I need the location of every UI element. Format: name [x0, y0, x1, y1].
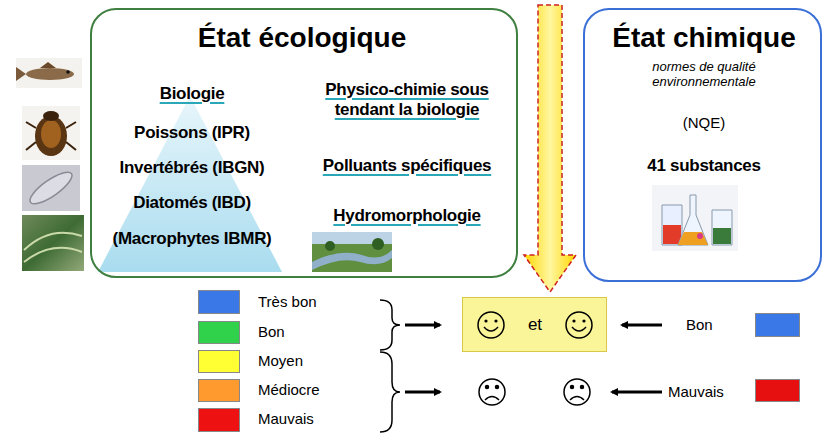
happy-face: [476, 310, 506, 340]
legend-swatch: [755, 379, 800, 402]
indicator-label: Invertébrés (IBGN): [94, 158, 290, 178]
section-heading: Polluants spécifiques: [301, 156, 513, 176]
panel-title: État écologique: [102, 22, 502, 54]
beetle-photo: [43, 111, 59, 121]
legend-swatch: [755, 313, 800, 337]
legend-label: Moyen: [258, 352, 303, 369]
legend-swatch: [198, 290, 240, 314]
brace: [380, 300, 400, 350]
indicator-label: (Macrophytes IBMR): [94, 229, 290, 249]
beetle-photo: [41, 120, 61, 148]
diatom-photo: [26, 167, 76, 209]
legend-swatch: [198, 321, 240, 344]
lab-glassware-photo: [678, 232, 708, 245]
lab-glassware-photo: [678, 195, 708, 245]
sad-face: [571, 386, 574, 389]
fish-photo: [26, 68, 74, 80]
sad-face: [581, 386, 584, 389]
happy-face-part: [566, 312, 592, 338]
legend-label: Très bon: [258, 293, 317, 310]
legend-swatch: [198, 379, 240, 402]
fish-photo: [40, 62, 56, 68]
river-landscape-photo: [312, 232, 392, 272]
river-landscape-photo: [372, 238, 384, 250]
sad-face: [564, 379, 590, 405]
lab-glassware-photo: [713, 228, 731, 244]
section-heading: Biologie: [102, 84, 282, 104]
fish-photo: [66, 70, 70, 74]
sad-face: [570, 397, 584, 401]
panel-title: État chimique: [592, 22, 817, 54]
happy-face-part: [484, 319, 487, 322]
sad-face: [485, 397, 499, 401]
happy-face-part: [582, 319, 585, 322]
fish-photo: [16, 58, 82, 88]
happy-face: [564, 310, 594, 340]
sad-face: [496, 386, 499, 389]
yellow-down-arrow: [524, 5, 576, 292]
happy-face-part: [484, 327, 498, 331]
subtitle: normes de qualité environnementale: [619, 60, 789, 90]
indicator-label: Poissons (IPR): [97, 123, 287, 143]
diatom-photo: [22, 165, 80, 211]
lab-glassware-photo: [663, 225, 681, 244]
result-box: et: [462, 297, 607, 352]
lab-glassware-photo: [652, 185, 738, 251]
happy-face-part: [572, 327, 586, 331]
legend-label: Mauvais: [668, 383, 724, 400]
legend-label: Médiocre: [258, 381, 320, 398]
diatom-photo: [22, 165, 80, 211]
legend-swatch: [198, 350, 240, 373]
brace: [380, 352, 400, 432]
arrow: [405, 391, 440, 394]
beetle-photo: [35, 116, 67, 156]
macrophyte-photo: [22, 215, 84, 271]
indicator-label: Diatomés (IBD): [97, 193, 287, 213]
macrophyte-photo: [22, 215, 84, 271]
status-panel: État chimique normes de qualité environne…: [583, 8, 822, 282]
arrow: [622, 324, 662, 327]
beetle-photo: [22, 106, 80, 160]
legend-swatch: [198, 408, 240, 432]
sad-face: [564, 379, 590, 405]
sad-face: [479, 379, 505, 405]
macrophyte-photo: [24, 233, 82, 262]
substance-count: 41 substances: [604, 156, 804, 176]
sad-face: [486, 386, 489, 389]
lab-glassware-photo: [712, 210, 732, 245]
river-landscape-photo: [312, 232, 392, 272]
happy-face-part: [572, 319, 575, 322]
conjunction: et: [515, 315, 555, 335]
legend-label: Mauvais: [258, 410, 314, 427]
section-heading: Physico-chimie sous tendant la biologie: [307, 80, 507, 119]
section-heading: Hydromorphologie: [307, 206, 507, 226]
fish-photo: [16, 58, 82, 88]
legend-label: Bon: [686, 316, 713, 333]
abbreviation: (NQE): [644, 114, 764, 131]
lab-glassware-photo: [652, 185, 738, 251]
status-panel: État écologiqueBiologiePoissons (IPR) Inv…: [90, 8, 518, 278]
happy-face-part: [478, 312, 504, 338]
arrow: [612, 391, 662, 394]
lab-glassware-photo: [662, 205, 682, 245]
arrow: [405, 324, 440, 327]
fish-photo: [16, 67, 26, 81]
lab-glassware-photo: [697, 233, 703, 239]
beetle-photo: [22, 106, 80, 160]
legend-label: Bon: [258, 323, 285, 340]
sad-face: [479, 379, 505, 405]
river-landscape-photo: [325, 241, 335, 251]
happy-face-part: [494, 319, 497, 322]
beetle-photo: [26, 122, 76, 150]
river-landscape-photo: [312, 250, 392, 270]
